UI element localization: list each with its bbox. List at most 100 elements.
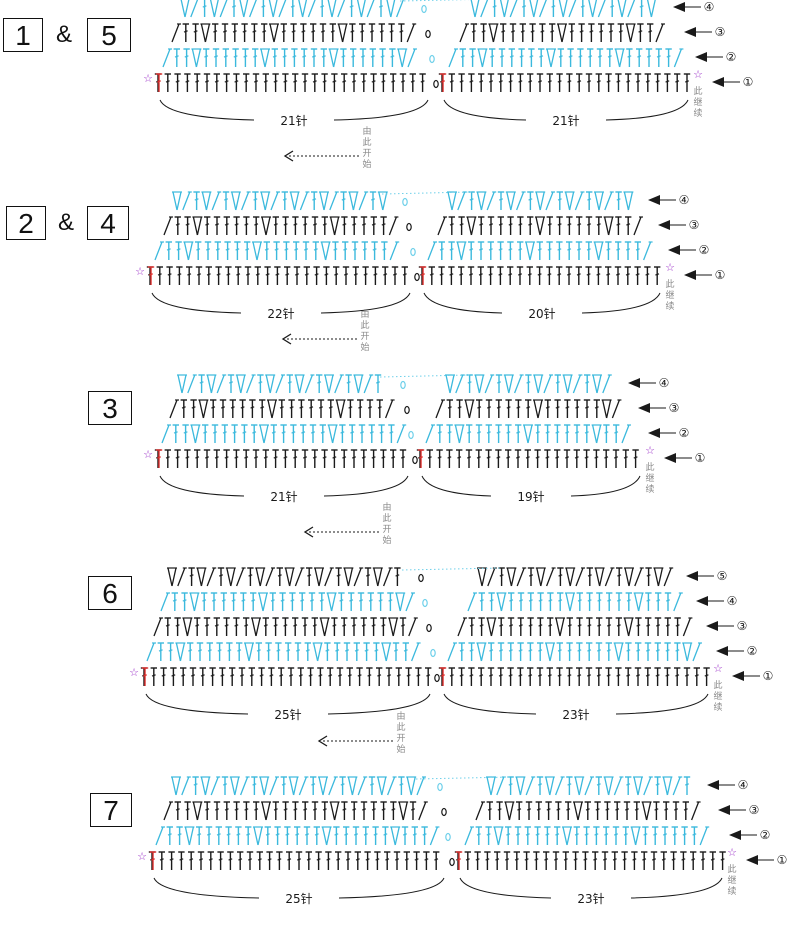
diagram-1-left-row3-stitch-21-tick [370, 30, 374, 33]
diagram-2-right-row1-stitch-17-tick [576, 273, 581, 276]
diagram-2-right-row1-stitch-16-tick [567, 273, 571, 276]
diagram-4-left-row2-stitch-6-tick [198, 649, 202, 652]
diagram-3-brace-left-b [323, 475, 409, 497]
diagram-5-brace-left-b [338, 877, 445, 899]
diagram-4-left-row4-stitch-25-r [399, 592, 405, 612]
diagram-1-left-row1-stitch-10-tick [244, 80, 249, 83]
diagram-1-left-row2-stitch-25-l [397, 48, 403, 68]
diagram-4-right-row3-stitch-9-tick [538, 624, 543, 627]
diagram-5-left-row2-stitch-6-tick [207, 833, 211, 836]
diagram-1-left-row1-stitch-23-tick [371, 80, 376, 83]
diagram-3-right-row4-stitch-4-l [474, 374, 481, 394]
diagram-3-left-row4-stitch-19-r [357, 374, 364, 394]
diagram-2-left-row1-stitch-13-tick [265, 273, 270, 276]
diagram-4-right-row2-stitch-6-tick [499, 649, 503, 652]
diagram-3-left-row4-stitch-14-s [304, 374, 314, 394]
diagram-1-right-row4-stitch-15-tick [610, 5, 615, 8]
diagram-4-left-row3-stitch-11-r [255, 617, 261, 637]
diagram-5-right-row2-stitch-11-r [566, 826, 572, 846]
diagram-5-continue-note-char-2: 继 [727, 874, 736, 886]
diagram-5-left-row4-stitch-16-r [322, 776, 328, 796]
diagram-3-left-row4-stitch-7-l [236, 374, 242, 394]
diagram-5-right-row4-stitch-1-l [486, 776, 492, 796]
diagram-5-left-row3-stitch-15-tick [303, 808, 308, 811]
diagram-5-left-row1-stitch-14-tick [277, 858, 282, 861]
diagram-1-right-row2-stitch-10-tick [539, 55, 544, 58]
diagram-5-left-row2-stitch-21-tick [354, 833, 358, 836]
diagram-2-right-row2-stitch-11-l [525, 241, 531, 261]
diagram-4-round-4-marker: ④ [727, 594, 738, 608]
diagram-5-left-row1-stitch-6-tick [199, 858, 203, 861]
diagram-5-left-row1-stitch-19-tick [326, 858, 331, 861]
diagram-4-continue-note-char-2: 继 [713, 690, 722, 702]
diagram-5-left-row2-stitch-22-tick [363, 833, 368, 836]
diagram-1-left-row1-stitch-8-tick [224, 80, 229, 83]
diagram-1-right-row1-stitch-15-tick [577, 80, 582, 83]
diagram-3-right-row1-stitch-20-tick [604, 456, 609, 459]
diagram-4-right-row2-stitch-20-tick [636, 649, 641, 652]
diagram-4-left-row4-stitch-18-r [330, 592, 337, 612]
diagram-4-right-row5-stitch-15-tick [617, 574, 622, 577]
diagram-5-left-row1-stitch-10-tick [238, 858, 243, 861]
diagram-4-left-row1-stitch-5-tick [181, 674, 186, 677]
diagram-2-right-row3-stitch-8-tick [508, 223, 513, 226]
diagram-3-right-row2-stitch-2-tick [437, 431, 442, 434]
diagram-2-right-row3-stitch-18-r [607, 216, 614, 236]
diagram-4-right-row5-stitch-13-l [594, 567, 601, 587]
diagram-2-left-row1-stitch-5-tick [187, 273, 192, 276]
diagram-2-right-row2-stitch-4-r [460, 241, 467, 261]
diagram-3-round-3-marker: ③ [669, 401, 680, 415]
diagram-1-right-row4-stitch-7-r [533, 0, 539, 18]
diagram-3-left-row4-stitch-16-r [328, 374, 334, 394]
diagram-3-right-row1-stitch-6-tick [467, 456, 471, 459]
diagram-4-left-row4-stitch-4-l [189, 592, 196, 612]
diagram-1-round-3-marker: ③ [715, 25, 726, 39]
diagram-3-left-row1-stitch-14-tick [283, 456, 288, 459]
diagram-5-left-row4-stitch-21-tick [370, 783, 374, 786]
diagram-3-left-row4-stitch-21-tick [376, 381, 380, 384]
diagram-1-round-2-arrowhead [695, 52, 707, 62]
diagram-1-right-row3-stitch-9-tick [540, 30, 545, 33]
diagram-2-left-row4-stitch-3-tick [194, 198, 199, 201]
diagram-3-start-star-right: ☆ [645, 444, 655, 457]
diagram-3-left-row2-stitch-16-tick [311, 431, 315, 434]
diagram-5-join-chain-3 [441, 807, 447, 817]
diagram-3-right-row2-stitch-19-tick [604, 431, 609, 434]
diagram-5-right-row4-stitch-10-l [574, 776, 580, 796]
diagram-5-left-row3-stitch-8-tick [234, 808, 239, 811]
diagram-2-left-row2-stitch-11-l [252, 241, 258, 261]
diagram-1-right-row2-stitch-11-l [546, 48, 552, 68]
diagram-1-right-row3-stitch-15-tick [599, 30, 604, 33]
diagram-4-left-row4-stitch-11-l [258, 592, 264, 612]
diagram-2-left-row3-stitch-14-tick [293, 223, 298, 226]
diagram-4-right-count: 23针 [562, 707, 589, 722]
diagram-5-right-row4-stitch-14-s [613, 776, 623, 796]
diagram-2-left-row4-stitch-19-r [352, 191, 359, 211]
diagram-5-right-row3-stitch-16-tick [625, 808, 629, 811]
diagram-3-left-row3-stitch-18-l [335, 399, 342, 419]
diagram-1-left-row3-stitch-4-r [204, 23, 211, 43]
diagram-2-right-row4-stitch-12-tick [557, 198, 562, 201]
diagram-5-right-row2-stitch-19-tick [643, 833, 648, 836]
diagram-5-right-row3-stitch-10-tick [566, 808, 571, 811]
diagram-4-left-row2-stitch-17-tick [305, 649, 310, 652]
diagram-4-right-row3-stitch-1-s [457, 617, 466, 637]
diagram-5-right-row3-stitch-20-tick [664, 808, 669, 811]
diagram-4-left-row4-stitch-14-tick [290, 599, 295, 602]
diagram-2-left-row3-stitch-1-s [163, 216, 172, 236]
diagram-1-join-chain-3 [425, 29, 431, 39]
diagram-4-left-row3-stitch-21-tick [352, 624, 356, 627]
diagram-2-left-row4-stitch-10-r [264, 191, 270, 211]
diagram-5-left-row3-stitch-4-r [196, 801, 203, 821]
diagram-5-start-note-char-1: 由 [396, 710, 405, 722]
diagram-3-left-row4-stitch-20-s [363, 374, 372, 394]
diagram-1-left-row2-stitch-20-tick [351, 55, 356, 58]
diagram-4-right-row3-stitch-24-s [682, 617, 692, 637]
diagram-1-right-row4-stitch-10-r [562, 0, 568, 18]
diagram-1-left-row4-stitch-6-tick [232, 5, 236, 8]
diagram-2-right-row4-stitch-7-r [510, 191, 516, 211]
diagram-2-right-row4-stitch-19-l [623, 191, 630, 211]
diagram-5-left-row2-stitch-25-r [394, 826, 400, 846]
diagram-4-right-row1-stitch-5-tick [479, 674, 484, 677]
diagram-2-start-star-left: ☆ [135, 265, 145, 278]
